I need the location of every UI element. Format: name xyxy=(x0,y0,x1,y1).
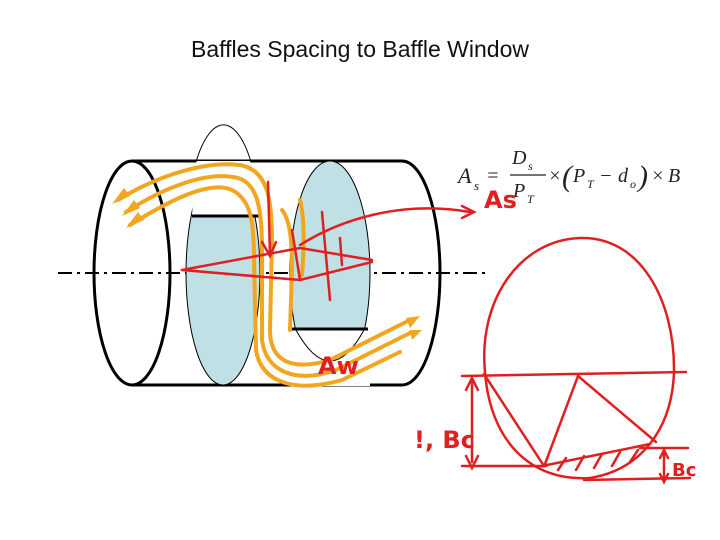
shell-cylinder xyxy=(92,159,442,387)
label-aw: Aw xyxy=(318,352,359,380)
page-title: Baffles Spacing to Baffle Window xyxy=(191,36,529,62)
flow-paths xyxy=(116,162,414,388)
formula-lhs-sub: s xyxy=(474,178,479,193)
label-bc-right: Bc xyxy=(672,460,696,481)
formula-times-2: × xyxy=(651,165,665,187)
formula-p-sub: T xyxy=(587,177,595,191)
formula-den: P xyxy=(512,180,525,202)
baffle-sketch xyxy=(460,236,692,485)
formula-lhs: A xyxy=(456,163,472,188)
formula-minus: − xyxy=(599,165,613,187)
flow-arrowheads xyxy=(112,188,422,340)
formula-b: B xyxy=(668,165,680,187)
red-markup xyxy=(180,180,477,302)
formula-close: ) xyxy=(636,160,648,193)
formula-p: P xyxy=(572,165,585,187)
formula-num: D xyxy=(511,147,527,169)
formula-open: ( xyxy=(562,160,574,193)
formula-d: d xyxy=(618,165,629,187)
formula-as: A s = D s P T × ( P T − d o ) × B xyxy=(456,147,680,206)
formula-num-sub: s xyxy=(528,159,533,173)
formula-d-sub: o xyxy=(630,177,636,191)
formula-times-1: × xyxy=(548,165,562,187)
label-as: As xyxy=(484,186,517,214)
formula-den-sub: T xyxy=(527,192,535,206)
label-bc-left: !, Bc xyxy=(414,426,475,454)
svg-text:=: = xyxy=(486,165,500,187)
